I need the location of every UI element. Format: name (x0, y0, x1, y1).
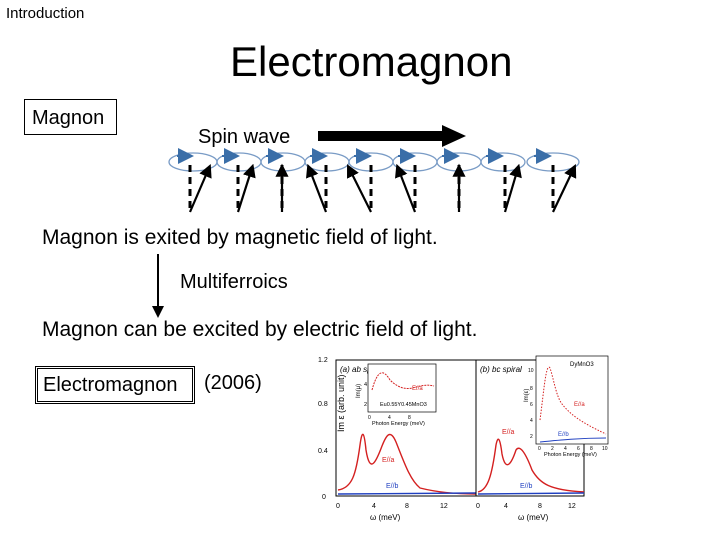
panel-b-xlabel: ω (meV) (518, 513, 549, 522)
section-label: Introduction (6, 5, 85, 22)
spectra-figure: Im ε (arb. unit) 0 0.4 0.8 1.2 0 4 8 12 … (318, 355, 609, 522)
panel-a-inset-xlabel: Photon Energy (meV) (372, 421, 425, 427)
panel-b-inset-label-b: E//b (558, 432, 569, 438)
panel-b-inset-ytick: 2 (530, 434, 533, 440)
panel-a-inset-ylabel: Im(μ) (356, 384, 362, 398)
statement-magnetic: Magnon is exited by magnetic field of li… (42, 226, 438, 249)
multiferroics-label: Multiferroics (180, 271, 288, 293)
panel-b-inset-xtick: 2 (551, 446, 554, 452)
panel-b-inset-ytick: 4 (530, 418, 533, 424)
panel-b-inset-xlabel: Photon Energy (meV) (544, 452, 597, 458)
panel-a-xtick: 4 (372, 503, 376, 510)
panel-b-tag: (b) bc spiral (480, 365, 522, 374)
panel-b-inset (535, 355, 609, 445)
panel-b-inset-ytick: 6 (530, 402, 533, 408)
slide-title: Electromagnon (230, 38, 513, 85)
down-arrow (152, 254, 164, 318)
panel-b-inset-xtick: 10 (602, 446, 608, 452)
panel-a-inset-label: E//a (412, 386, 423, 392)
panel-a-blue-label: E//b (386, 483, 399, 490)
panel-a-xtick: 0 (336, 503, 340, 510)
panel-b-xtick: 12 (568, 503, 576, 510)
panel-b-inset-ytick: 10 (528, 368, 534, 374)
panel-b-xtick: 0 (476, 503, 480, 510)
panel-a-inset-xtick: 0 (368, 415, 371, 421)
spin-vectors (188, 163, 577, 213)
panel-a-ytick: 0 (322, 494, 326, 501)
panel-a-blue-curve (337, 492, 477, 495)
panel-a-inset (367, 363, 437, 413)
panel-b-inset-xtick: 6 (577, 446, 580, 452)
electromagnon-label: Electromagnon (43, 374, 178, 396)
panel-a-inset-xtick: 4 (388, 415, 391, 421)
panel-a-ylabel: Im ε (arb. unit) (336, 374, 346, 432)
panel-b-xtick: 4 (504, 503, 508, 510)
panel-a-inset-xtick: 8 (408, 415, 411, 421)
panel-a-inset-compound: Eu0.55Y0.45MnO3 (380, 402, 427, 408)
panel-a-inset-ytick: 2 (364, 402, 367, 408)
electromagnon-box: Electromagnon (35, 366, 195, 404)
panel-b-red-label: E//a (502, 429, 515, 436)
panel-a-ytick: 1.2 (318, 357, 328, 364)
panel-a-ytick: 0.8 (318, 401, 328, 408)
panel-a-xlabel: ω (meV) (370, 513, 401, 522)
panel-b-inset-label-a: E//a (574, 402, 585, 408)
panel-b-inset-xtick: 8 (590, 446, 593, 452)
panel-a-xtick: 8 (405, 503, 409, 510)
spin-wave-label: Spin wave (198, 126, 291, 148)
panel-b-inset-compound: DyMnO3 (570, 362, 594, 368)
propagation-arrow (318, 125, 466, 147)
panel-b-blue-curve (477, 492, 585, 495)
magnon-box-label: Magnon (32, 107, 105, 129)
panel-a-tag: (a) ab spiral (340, 365, 382, 374)
panel-a-inset-ytick: 4 (364, 382, 367, 388)
statement-electric: Magnon can be excited by electric field … (42, 318, 478, 341)
panel-b-inset-ylabel: Im(ε) (524, 389, 530, 402)
panel-a-ytick: 0.4 (318, 448, 328, 455)
panel-b-blue-label: E//b (520, 483, 533, 490)
panel-a-red-curve (337, 433, 477, 495)
panel-a-red-label: E//a (382, 457, 395, 464)
panel-a-xtick: 12 (440, 503, 448, 510)
panel-b-inset-xtick: 0 (538, 446, 541, 452)
panel-b-inset-ytick: 8 (530, 386, 533, 392)
panel-b-xtick: 8 (538, 503, 542, 510)
magnon-box: Magnon (24, 99, 117, 135)
panel-b-inset-xtick: 4 (564, 446, 567, 452)
panel-b-red-curve (477, 438, 585, 493)
year-label: (2006) (204, 372, 262, 394)
